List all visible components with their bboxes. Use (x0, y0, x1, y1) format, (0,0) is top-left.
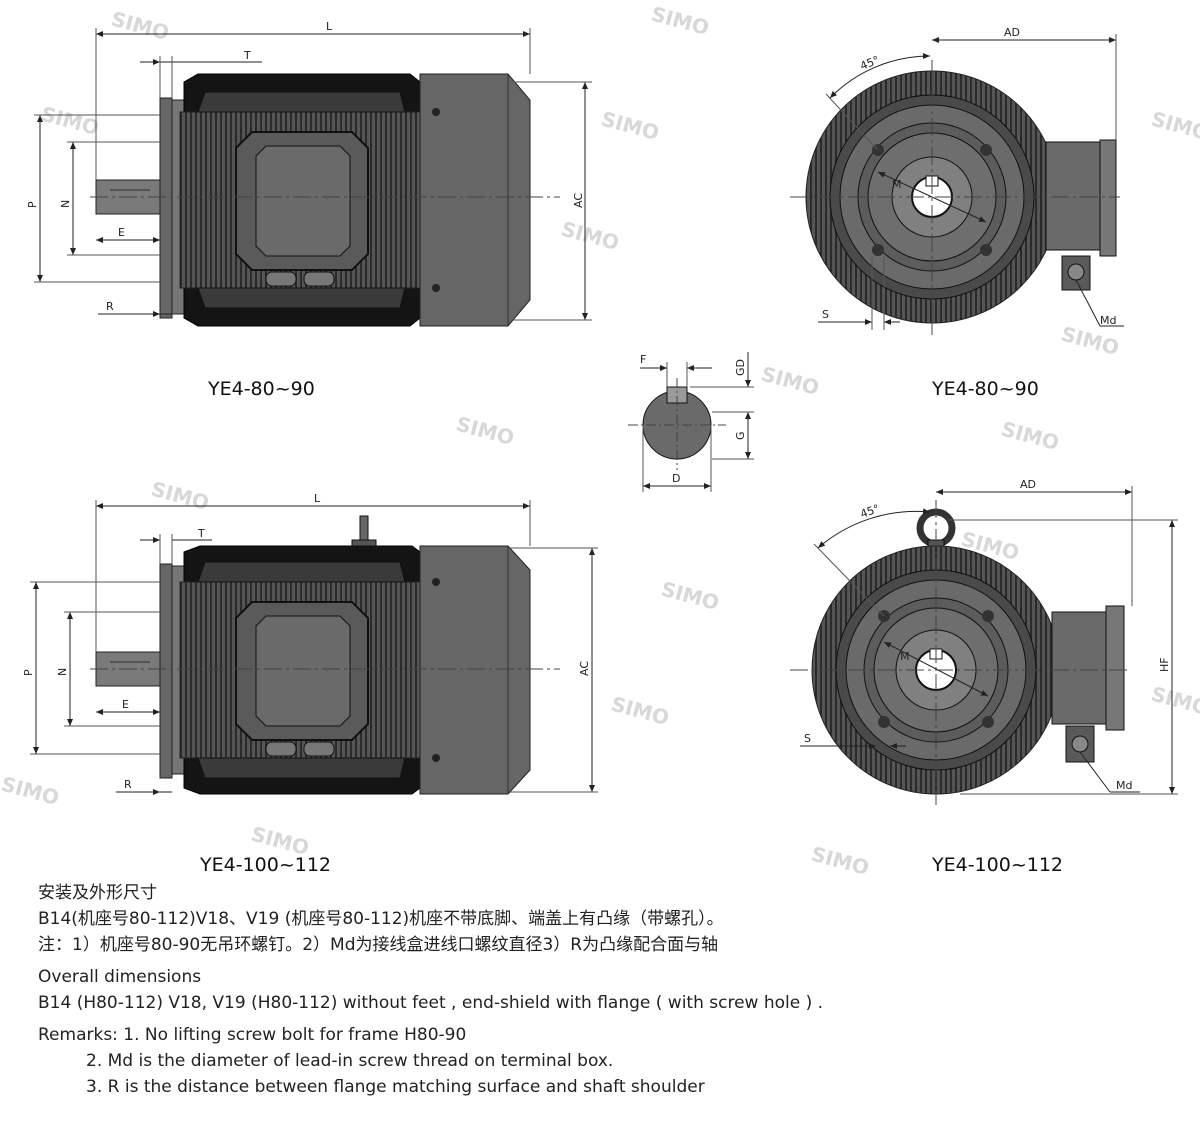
dim-label-Md: Md (1116, 779, 1132, 792)
notes-remark2: 2. Md is the diameter of lead-in screw t… (86, 1051, 614, 1071)
shaft-section: F GD G D (628, 352, 754, 492)
dim-label-N: N (56, 668, 69, 676)
dim-label-T: T (243, 49, 251, 62)
dim-label-R: R (124, 778, 132, 791)
technical-drawing: SIMO SIMO SIMO SIMO SIMO SIMO SIMO SIMO … (0, 2, 1200, 880)
dim-label-AD: AD (1020, 478, 1036, 491)
dim-label-AC: AC (578, 661, 591, 676)
dim-label-L: L (314, 492, 321, 505)
side-view-80-90: L T P N E R AC (26, 20, 592, 327)
watermark: SIMO (999, 417, 1062, 455)
notes-remark3: 3. R is the distance between flange matc… (86, 1077, 705, 1097)
notes-cn-line2: 注：1）机座号80-90无吊环螺钉。2）Md为接线盒进线口螺纹直径3）R为凸缘配… (38, 935, 719, 955)
notes-en-title: Overall dimensions (38, 967, 202, 987)
dim-label-R: R (106, 300, 114, 313)
watermark: SIMO (659, 577, 722, 615)
watermark: SIMO (609, 692, 672, 730)
dim-label-E: E (122, 698, 129, 711)
notes-remark1: Remarks: 1. No lifting screw bolt for fr… (38, 1025, 467, 1045)
dim-label-angle: 45° (858, 53, 881, 72)
dim-label-N: N (59, 200, 72, 208)
watermark: SIMO (759, 362, 822, 400)
notes-en-line1: B14 (H80-112) V18, V19 (H80-112) without… (38, 993, 824, 1013)
dim-label-AD: AD (1004, 26, 1020, 39)
watermark: SIMO (109, 7, 172, 45)
watermark: SIMO (39, 102, 102, 140)
dim-label-F: F (640, 353, 646, 366)
dim-label-HF: HF (1158, 657, 1171, 672)
side-view-100-112: L T P N E R AC (22, 492, 598, 795)
watermark: SIMO (0, 772, 62, 810)
watermark: SIMO (559, 217, 622, 255)
dim-label-P: P (26, 201, 39, 208)
front-view-100-112: AD 45° M S Md HF (790, 478, 1178, 805)
dim-label-L: L (326, 20, 333, 33)
dim-label-E: E (118, 226, 125, 239)
dim-label-P: P (22, 669, 35, 676)
dim-label-D: D (672, 472, 680, 485)
watermark: SIMO (1059, 322, 1122, 360)
watermark: SIMO (599, 107, 662, 145)
watermark: SIMO (649, 2, 712, 40)
dim-label-M: M (900, 650, 910, 663)
front-view-80-90: AD 45° M S Md (790, 26, 1124, 335)
dim-label-M: M (892, 178, 902, 191)
dim-label-GD: GD (734, 359, 747, 376)
watermark: SIMO (454, 412, 517, 450)
watermark: SIMO (809, 842, 872, 880)
dim-label-angle: 45° (859, 502, 882, 521)
caption-side-view-80-90: YE4-80~90 (208, 378, 315, 400)
notes-block: 安装及外形尺寸 B14(机座号80-112)V18、V19 (机座号80-112… (38, 880, 1178, 1100)
watermark: SIMO (149, 477, 212, 515)
notes-cn-title: 安装及外形尺寸 (38, 883, 157, 903)
dim-label-Md: Md (1100, 314, 1116, 327)
notes-cn-line1: B14(机座号80-112)V18、V19 (机座号80-112)机座不带底脚、… (38, 909, 724, 929)
dim-label-AC: AC (572, 193, 585, 208)
caption-side-view-100-112: YE4-100~112 (200, 854, 332, 876)
dim-label-G: G (734, 431, 747, 440)
dim-label-T: T (197, 527, 205, 540)
dim-label-S: S (822, 308, 829, 321)
caption-front-view-100-112: YE4-100~112 (932, 854, 1064, 876)
watermark: SIMO (1149, 107, 1200, 145)
watermark: SIMO (1149, 682, 1200, 720)
caption-front-view-80-90: YE4-80~90 (932, 378, 1039, 400)
dim-label-S: S (804, 732, 811, 745)
